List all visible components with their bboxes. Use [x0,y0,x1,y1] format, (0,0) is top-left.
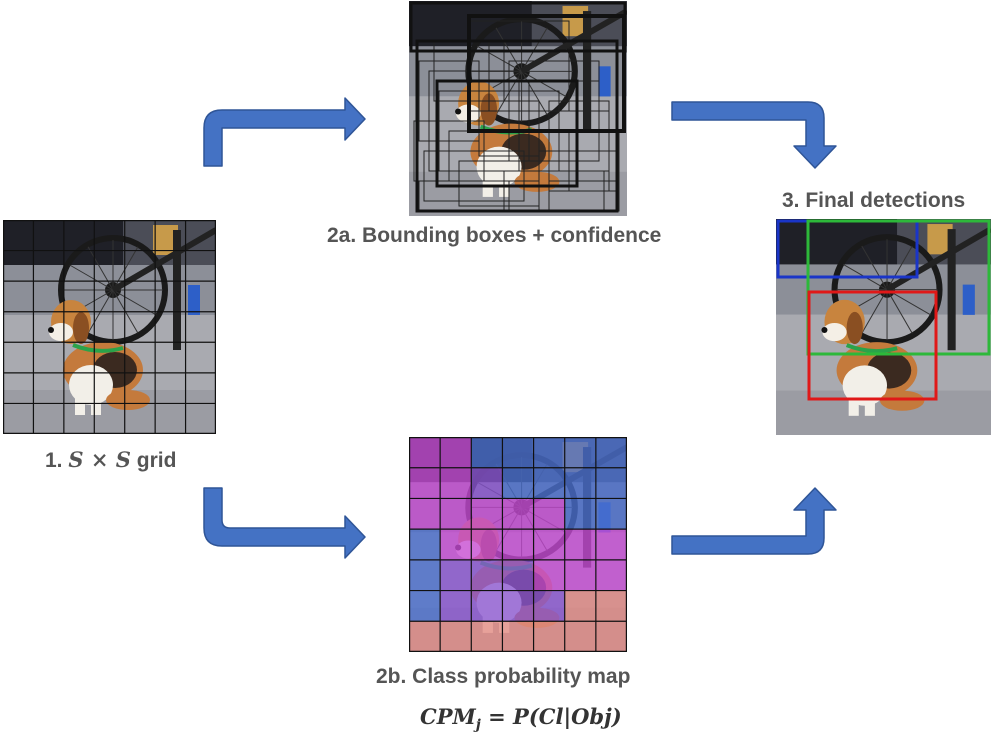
class-overlay [409,437,627,652]
class-cell [440,437,472,468]
bbox-high-confidence [435,79,579,188]
bbox-candidate [478,100,540,157]
detection-box-dog [807,290,938,401]
dog-photo-with-detections [776,219,991,435]
class-cell [440,529,472,560]
dog-photo-with-class-map [409,437,627,652]
class-grid [409,437,627,652]
class-cell [471,590,503,622]
class-cell [595,621,627,652]
class-cell [533,559,565,591]
class-cell [502,621,534,652]
class-cell [471,559,503,591]
class-cell [502,590,534,622]
class-cell [533,621,565,652]
class-cell [502,467,534,499]
class-cell [471,498,503,530]
class-cell [564,498,596,530]
class-cell [409,467,441,499]
class-cell [564,559,596,591]
class-cell [564,621,596,652]
bbox-overlay [409,1,627,213]
arrow-grid-to-classmap [203,487,366,559]
class-cell [564,437,596,468]
class-cell [409,590,441,622]
grid-image-panel [3,220,216,434]
class-cell [440,621,472,652]
bbox-caption: 2a. Bounding boxes + confidence [327,224,662,247]
class-cell [595,437,627,468]
class-cell [502,559,534,591]
arrow-classmap-to-final [671,487,837,555]
class-cell [409,437,441,468]
arrow-bbox-to-final [671,101,837,169]
class-map-panel [409,437,627,652]
grid-caption-suffix: grid [136,449,177,472]
class-cell [502,529,534,560]
class-cell [595,590,627,622]
bbox-high-confidence [415,39,619,213]
class-cell [471,467,503,499]
class-map-caption: 2b. Class probability map [376,665,631,688]
class-cell [564,590,596,622]
class-cell [533,437,565,468]
dog-photo-with-boxes [409,1,627,216]
dog-scene [409,1,627,216]
class-cell [533,467,565,499]
class-cell [502,498,534,530]
class-cell [564,529,596,560]
grid-caption-prefix: 1. [45,449,63,472]
class-cell [502,437,534,468]
class-cell [409,529,441,560]
class-cell [440,559,472,591]
detection-box-bicycle [806,219,991,356]
class-cell [440,590,472,622]
class-cell [409,559,441,591]
class-cell [440,467,472,499]
class-cell [595,498,627,530]
dog-photo-with-grid [3,220,216,434]
class-cell [564,467,596,499]
bbox-image-panel [409,1,627,216]
grid-caption-formula: S × S [68,447,131,472]
class-cell [440,498,472,530]
class-cell [471,621,503,652]
class-cell [409,621,441,652]
final-image-panel [776,219,991,435]
class-cell [471,437,503,468]
class-cell [533,498,565,530]
final-caption: 3. Final detections [782,189,966,212]
class-cell [595,559,627,591]
class-map-formula: CPMj = P(Cl|Obj) [420,704,622,734]
detection-overlay [776,219,991,401]
dog-scene [3,220,216,434]
arrow-grid-to-bbox [203,97,366,167]
bbox-high-confidence [467,14,626,133]
bbox-candidate [518,110,610,172]
class-cell [471,529,503,560]
class-cell [595,529,627,560]
bbox-candidate [423,150,525,202]
class-cell [409,498,441,530]
grid-caption: 1. S × S grid [45,447,176,473]
class-cell [533,529,565,560]
grid-overlay [3,220,216,434]
class-cell [595,467,627,499]
class-cell [533,590,565,622]
